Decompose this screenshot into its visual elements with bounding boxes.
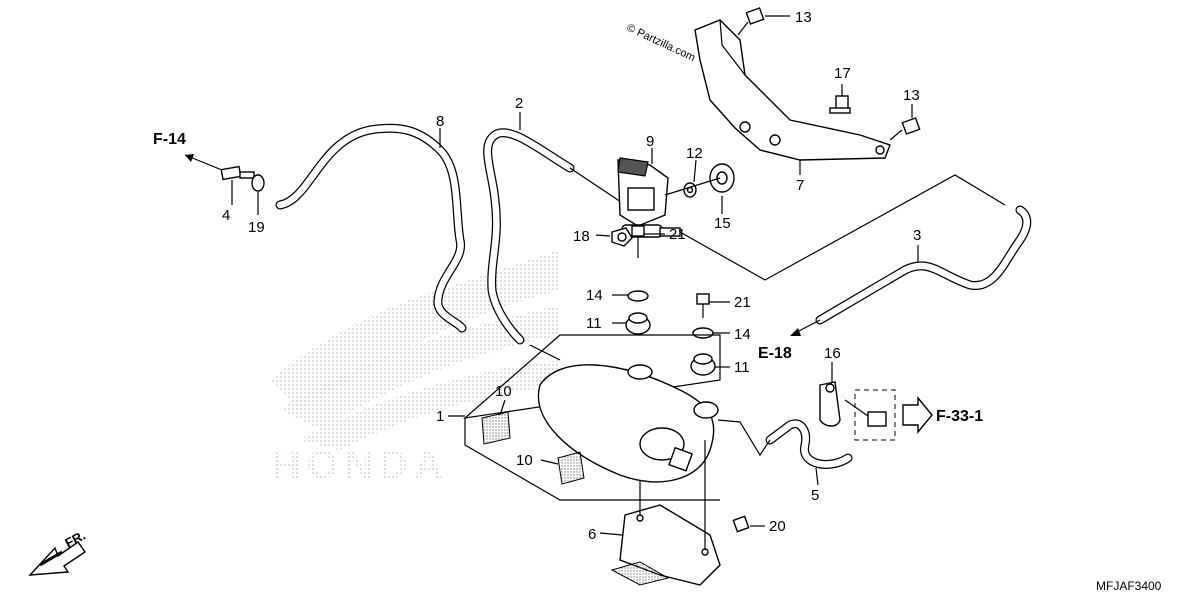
label-15: 15 <box>714 215 731 232</box>
label-7: 7 <box>796 177 804 194</box>
clip-19 <box>251 174 265 192</box>
label-19: 19 <box>248 219 265 236</box>
ref-f14: F-14 <box>153 131 186 148</box>
label-6: 6 <box>588 526 596 543</box>
grommet-11-right <box>690 353 730 376</box>
label-1: 1 <box>436 408 444 425</box>
label-20: 20 <box>769 518 786 535</box>
nut-18 <box>611 227 633 247</box>
label-11-right: 11 <box>734 359 750 376</box>
label-4: 4 <box>222 207 230 224</box>
front-arrow-icon <box>28 541 86 576</box>
bolt-20 <box>732 515 765 533</box>
label-5: 5 <box>811 487 819 504</box>
honda-wing-watermark <box>270 250 560 450</box>
clamp-16 <box>819 381 841 427</box>
front-label: FR. <box>62 528 88 551</box>
bolt-17 <box>829 84 851 114</box>
hose-8 <box>275 123 467 333</box>
bolt-21-left <box>631 225 665 258</box>
label-12: 12 <box>686 145 703 162</box>
label-21-right: 21 <box>734 294 751 311</box>
hose-3 <box>815 205 1032 325</box>
washer-14-left <box>612 290 649 302</box>
label-10-upper: 10 <box>495 383 512 400</box>
bolt-13-right <box>889 104 921 141</box>
diagram-code: MFJAF3400 <box>1096 579 1162 593</box>
label-13-top: 13 <box>795 9 812 26</box>
honda-watermark: HONDA <box>272 443 449 487</box>
label-14-right: 14 <box>734 326 751 343</box>
label-14-left: 14 <box>586 287 603 304</box>
label-16: 16 <box>824 345 841 362</box>
hose-2 <box>483 128 575 345</box>
label-10-lower: 10 <box>516 452 533 469</box>
part-number-labels: 13 17 13 8 2 9 12 15 7 3 4 19 18 21 14 2… <box>222 9 921 543</box>
label-13-right: 13 <box>903 87 920 104</box>
joint-4 <box>220 165 255 181</box>
pad-10-upper <box>481 411 511 445</box>
pad-10-lower <box>557 451 585 485</box>
bracket-7 <box>694 19 891 161</box>
grommet-15 <box>709 163 735 193</box>
ref-e18: E-18 <box>758 345 792 362</box>
label-21-left: 21 <box>669 226 686 243</box>
collar-12 <box>683 182 697 198</box>
label-3: 3 <box>913 227 921 244</box>
bolt-13-top <box>737 7 790 36</box>
clamp-bolt <box>844 399 887 427</box>
label-11-left: 11 <box>586 315 602 332</box>
hose-5 <box>765 419 853 469</box>
label-18: 18 <box>573 228 590 245</box>
copyright-watermark: © Partzilla.com <box>625 22 697 64</box>
ref-f33-1: F-33-1 <box>936 408 983 425</box>
grommet-11-left <box>612 312 651 335</box>
label-9: 9 <box>646 133 654 150</box>
canister-1 <box>537 364 719 483</box>
leader-lines <box>231 112 919 536</box>
label-17: 17 <box>834 65 851 82</box>
bracket-6 <box>610 504 721 586</box>
washer-14-right <box>692 327 730 339</box>
label-2: 2 <box>515 95 523 112</box>
purge-solenoid-9 <box>617 157 681 238</box>
label-8: 8 <box>436 113 444 130</box>
bolt-21-right <box>696 293 730 318</box>
